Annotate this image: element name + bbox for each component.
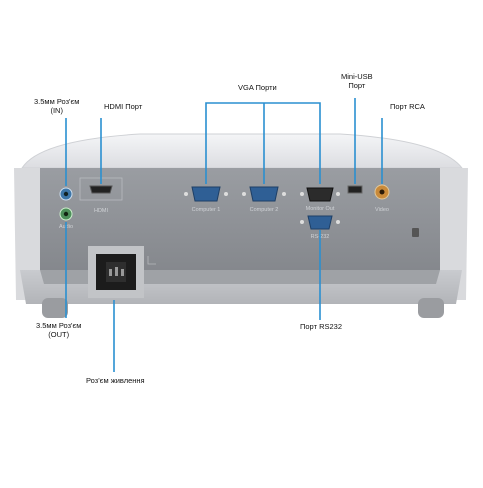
label-rca: Порт RCA bbox=[390, 102, 425, 111]
callout-lines bbox=[65, 98, 383, 372]
kensington-slot bbox=[412, 228, 419, 237]
label-hdmi: HDMI Порт bbox=[104, 102, 143, 111]
panel-label-computer2: Computer 2 bbox=[250, 207, 279, 213]
projector-top-shell bbox=[21, 133, 464, 169]
label-rs232: Порт RS232 bbox=[300, 322, 343, 331]
vga-computer2-port bbox=[242, 186, 286, 202]
vga-computer1-port bbox=[184, 186, 228, 202]
label-vga: VGA Порти bbox=[238, 83, 277, 92]
panel-label-video: Video bbox=[375, 207, 389, 213]
panel-label-computer1: Computer 1 bbox=[192, 207, 221, 213]
mini-usb-port bbox=[347, 185, 363, 194]
left-foot bbox=[42, 298, 68, 318]
monitor-out-port bbox=[300, 187, 340, 202]
label-mini-usb: Mini-USB Порт bbox=[341, 72, 373, 90]
right-foot bbox=[418, 298, 444, 318]
hdmi-port bbox=[89, 185, 113, 194]
panel-label-monitor-out: Monitor Out bbox=[306, 206, 335, 212]
panel-label-hdmi: HDMI bbox=[94, 208, 109, 214]
label-audio-out: 3.5мм Роз'єм (OUT) bbox=[36, 321, 82, 339]
label-power: Роз'єм живлення bbox=[86, 376, 145, 385]
callout-vga-bracket bbox=[205, 102, 321, 184]
rs232-port bbox=[300, 215, 340, 230]
label-audio-in: 3.5мм Роз'єм (IN) bbox=[34, 97, 80, 115]
